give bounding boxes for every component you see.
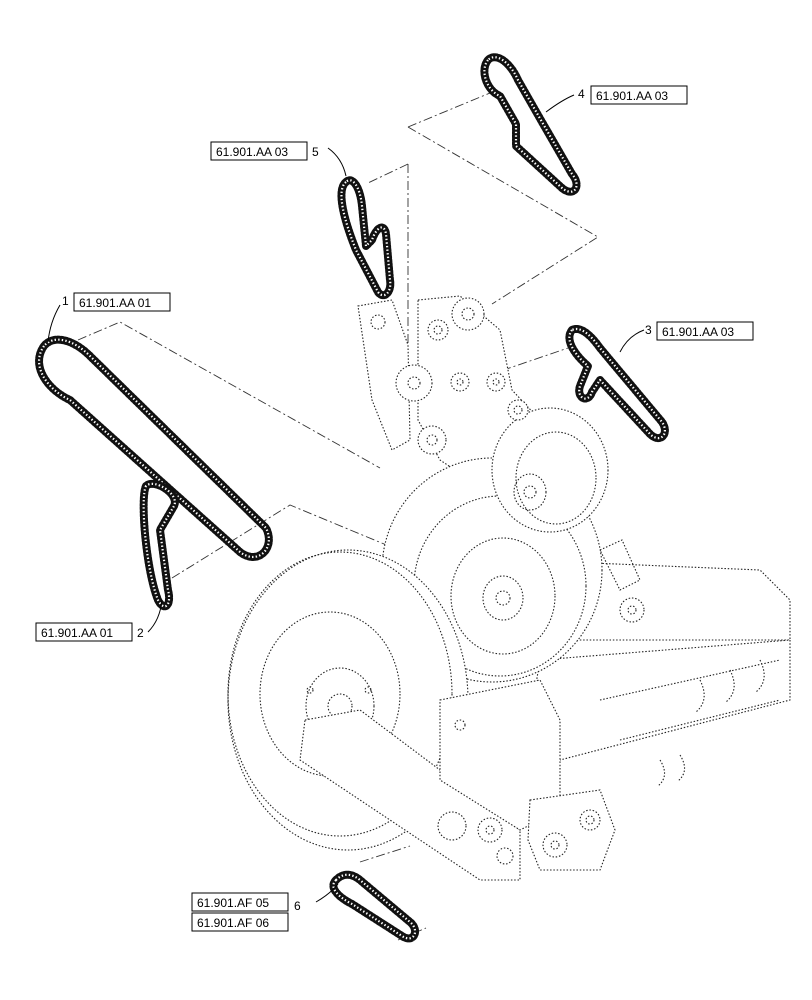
ref-text: 61.901.AF 05 bbox=[197, 896, 269, 910]
ref-text: 61.901.AA 01 bbox=[41, 626, 113, 640]
ref-text: 61.901.AA 03 bbox=[596, 89, 668, 103]
callout-number: 4 bbox=[578, 87, 585, 101]
callout-1: 1 61.901.AA 01 bbox=[62, 292, 171, 312]
chain-item-3 bbox=[565, 325, 669, 443]
chain-item-5 bbox=[337, 176, 395, 300]
callout-number: 3 bbox=[645, 323, 652, 337]
ref-text: 61.901.AF 06 bbox=[197, 916, 269, 930]
ref-box bbox=[191, 892, 289, 912]
callout-3: 3 61.901.AA 03 bbox=[645, 321, 754, 341]
chain-item-1 bbox=[35, 335, 273, 561]
chain-item-6 bbox=[329, 870, 420, 943]
ref-box bbox=[210, 141, 308, 161]
ref-box bbox=[590, 85, 688, 105]
callout-number: 6 bbox=[294, 899, 301, 913]
frame-rail-lower bbox=[529, 639, 791, 761]
callout-5: 61.901.AA 03 5 bbox=[210, 141, 319, 161]
ref-box bbox=[35, 622, 133, 642]
lower-gearbox bbox=[527, 789, 616, 871]
chain-item-4 bbox=[480, 53, 581, 196]
ref-box bbox=[73, 292, 171, 312]
callout-6: 61.901.AF 05 61.901.AF 06 6 bbox=[191, 892, 301, 932]
ref-text: 61.901.AA 03 bbox=[216, 145, 288, 159]
ref-text: 61.901.AA 03 bbox=[662, 325, 734, 339]
callout-number: 2 bbox=[137, 626, 144, 640]
callout-number: 1 bbox=[62, 294, 69, 308]
ref-box bbox=[656, 321, 754, 341]
callout-number: 5 bbox=[312, 145, 319, 159]
callout-4: 4 61.901.AA 03 bbox=[578, 85, 688, 105]
ref-text: 61.901.AA 01 bbox=[79, 296, 151, 310]
chain-item-2 bbox=[139, 480, 179, 611]
leader-lines bbox=[47, 94, 645, 903]
sprockets bbox=[395, 297, 645, 858]
ref-box bbox=[191, 912, 289, 932]
side-plate bbox=[439, 679, 561, 831]
upper-wheel bbox=[491, 407, 609, 533]
callout-2: 61.901.AA 01 2 bbox=[35, 622, 144, 642]
swing-arm bbox=[299, 709, 521, 881]
mounting-plate bbox=[357, 299, 411, 451]
axle-assembly-drawing bbox=[227, 295, 791, 881]
